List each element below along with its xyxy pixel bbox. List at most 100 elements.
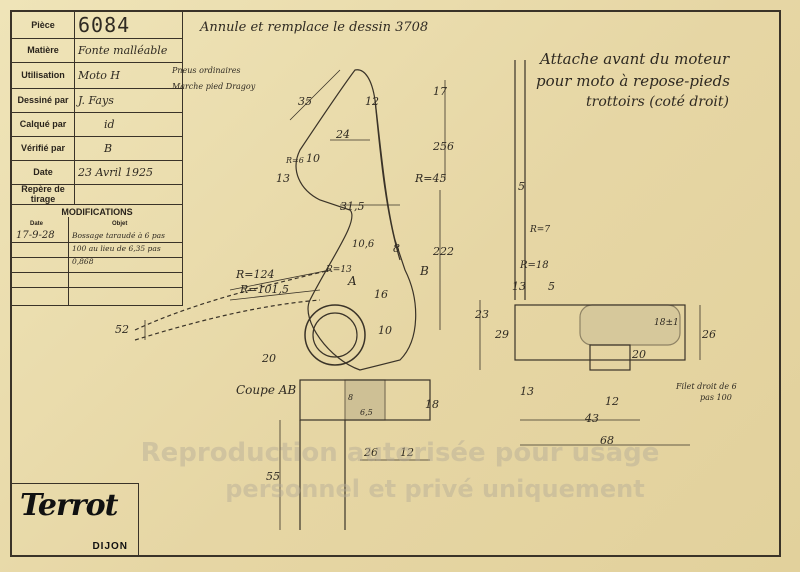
title-value: Moto H (78, 68, 121, 82)
dimension-label: 8 (348, 393, 353, 402)
modification-date: 17-9-28 (16, 230, 55, 241)
title-row-piece: Pièce 6084 (12, 12, 182, 39)
dimension-line (289, 69, 341, 121)
dimension-label: 8 (393, 242, 400, 255)
dimension-line (229, 269, 331, 291)
section-hatch (344, 379, 386, 421)
dimension-label: R=124 (235, 268, 275, 281)
title-value: Fonte malléable (78, 43, 168, 57)
dimension-label: 18 (425, 398, 439, 411)
title-label: Utilisation (12, 62, 75, 88)
logo-city: DIJON (92, 541, 128, 552)
modifications-title: MODIFICATIONS (61, 207, 133, 217)
dimension-label: 18±1 (654, 318, 679, 328)
title-label: Pièce (12, 12, 75, 38)
dimension-label: 26 (363, 446, 378, 459)
modifications-rule (12, 287, 182, 288)
logo-brand: Terrot (20, 488, 118, 523)
title-row-material: Matière Fonte malléable (12, 38, 182, 63)
dimension-label: R=6 (285, 156, 304, 165)
dimension-line (229, 289, 321, 301)
title-label: Matière (12, 38, 75, 62)
modifications-divider (68, 217, 69, 305)
part-title-line: Attache avant du moteur (540, 50, 730, 68)
arm-arc (134, 299, 321, 341)
dimension-label: 35 (298, 95, 312, 108)
dimension-label: 20 (631, 348, 646, 361)
dimension-label: 10 (378, 324, 392, 337)
title-label: Dessiné par (12, 88, 75, 112)
thread-note: Filet droit de 6 (676, 382, 737, 391)
terrot-logo: Terrot DIJON (12, 483, 139, 556)
bracket-inner-edge (374, 99, 401, 261)
dimension-label: 5 (518, 180, 525, 193)
title-value: id (104, 117, 115, 131)
dimension-label: 16 (374, 288, 388, 301)
dimension-label: 256 (432, 140, 454, 153)
title-label: Calqué par (12, 112, 75, 136)
modifications-rule (12, 272, 182, 273)
title-row-checked-by: Vérifié par B (12, 136, 182, 161)
dimension-label: 13 (276, 172, 290, 185)
dimension-label: 24 (335, 128, 350, 141)
section-mark-a: A (347, 274, 357, 288)
dimension-label: 12 (400, 446, 414, 459)
dimension-label: R=45 (414, 172, 447, 185)
dimension-label: 55 (266, 470, 280, 483)
dimension-label: 31,5 (340, 200, 365, 213)
boss-inner (312, 312, 358, 358)
part-number: 6084 (78, 13, 131, 37)
modifications-rule (12, 242, 182, 243)
dimension-label: 5 (548, 280, 555, 293)
dimension-label: 6,5 (360, 408, 373, 417)
title-row-traced-by: Calqué par id (12, 112, 182, 137)
title-block: Pièce 6084 Matière Fonte malléable Utili… (12, 12, 183, 205)
title-value: B (104, 141, 113, 155)
boss-outer (304, 304, 366, 366)
bracket-outline (295, 69, 417, 371)
section-mark-b: B (419, 264, 429, 278)
dimension-label: R=18 (519, 260, 549, 271)
dimension-label: 23 (474, 308, 489, 321)
header-note: Annule et remplace le dessin 3708 (200, 20, 429, 35)
title-label: Repère de tirage (12, 184, 75, 204)
title-value: 23 Avril 1925 (78, 165, 153, 179)
modifications-rule (12, 257, 182, 258)
title-label: Vérifié par (12, 136, 75, 160)
section-label: Coupe AB (236, 383, 297, 397)
arm-arc (134, 269, 331, 331)
dimension-label: 13 (512, 280, 526, 293)
modifications-object-header: Objet (112, 221, 128, 227)
dimension-label: 222 (432, 245, 454, 258)
title-row-drawn-by: Dessiné par J. Fays (12, 88, 182, 113)
thread-note: pas 100 (700, 393, 732, 402)
drawing-frame (10, 10, 781, 557)
dimension-label: 68 (600, 434, 614, 447)
dimension-label: 43 (584, 412, 599, 425)
modification-object: Bossage taraudé à 6 pas 100 au lieu de 6… (72, 231, 165, 266)
title-row-usage: Utilisation Moto H (12, 62, 182, 89)
dimension-label: 29 (494, 328, 509, 341)
dimension-label: 10,6 (352, 239, 375, 250)
dimension-label: 10 (306, 152, 320, 165)
part-title-line: pour moto à repose-pieds (536, 72, 730, 90)
part-title-line: trottoirs (coté droit) (586, 94, 729, 110)
dimension-label: 12 (605, 395, 619, 408)
side-view-boss (589, 344, 631, 371)
title-label: Date (12, 160, 75, 184)
dimension-label: 12 (365, 95, 379, 108)
dimension-label: R=7 (529, 225, 550, 235)
dimension-label: R=13 (325, 265, 352, 275)
dimension-label: 52 (115, 323, 129, 336)
dimension-label: 26 (701, 328, 716, 341)
small-note: Marche pied Dragoy (172, 82, 256, 91)
dimension-label: 13 (520, 385, 534, 398)
modifications-block: MODIFICATIONS Date Objet 17-9-28 Bossage… (12, 205, 183, 306)
dimension-label: R=101,5 (239, 283, 289, 296)
title-row-reference: Repère de tirage (12, 184, 182, 204)
title-row-date: Date 23 Avril 1925 (12, 160, 182, 185)
title-value: J. Fays (78, 93, 114, 107)
dimension-label: 17 (433, 85, 447, 98)
